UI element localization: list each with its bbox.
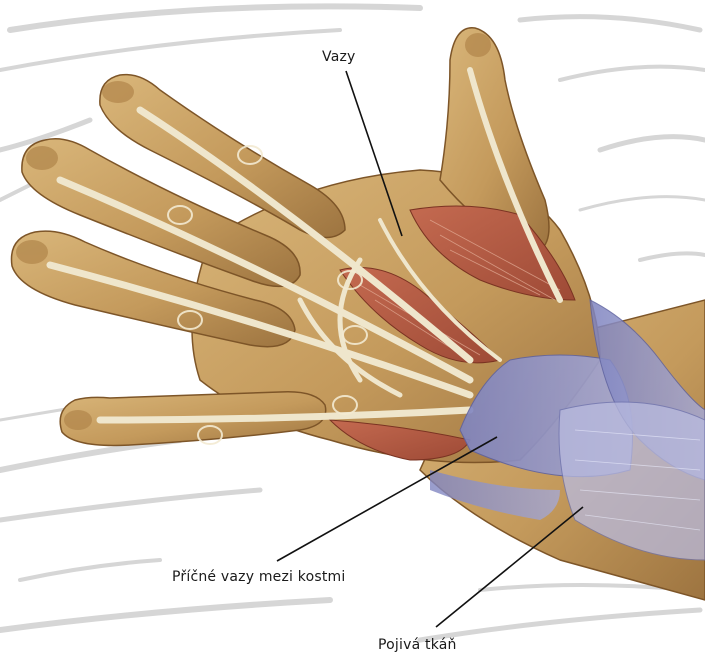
label-connective-tissue: Pojivá tkáň xyxy=(378,637,457,653)
label-transverse-ligaments: Příčné vazy mezi kostmi xyxy=(172,569,345,585)
label-ligaments: Vazy xyxy=(322,49,356,65)
